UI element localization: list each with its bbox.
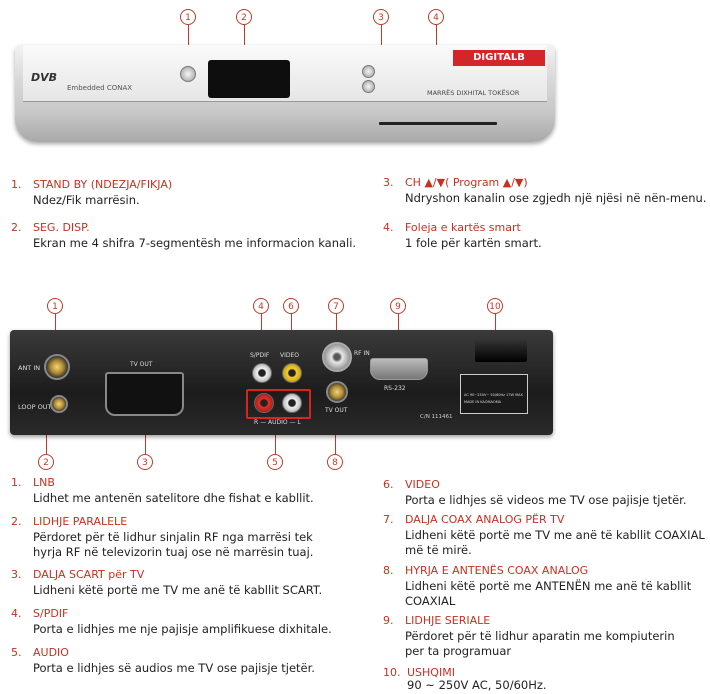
audio-left-connector	[282, 393, 302, 413]
rf-in-connector	[322, 342, 352, 372]
spdif-label: S/PDIF	[250, 352, 270, 359]
callout-back-9: 9	[390, 298, 406, 314]
ant-in-connector	[44, 354, 70, 380]
callout-front-4: 4	[428, 9, 444, 25]
front-item-3-desc: Ndryshon kanalin ose zgjedh një njësi në…	[405, 191, 707, 205]
back-item-7-desc-2: më të mirë.	[405, 543, 472, 557]
standby-button	[180, 66, 196, 82]
front-item-4-desc: 1 fole për kartën smart.	[405, 236, 542, 250]
back-item-1-title: LNB	[33, 476, 55, 489]
rating-text: AC 90~250V~ 50/60Hz 17W MAX	[464, 393, 523, 397]
callout-back-7: 7	[328, 298, 344, 314]
rs232-connector	[370, 358, 428, 380]
rf-in-label: RF IN	[354, 350, 370, 357]
scart-connector	[105, 372, 184, 416]
back-item-10-desc: 90 ~ 250V AC, 50/60Hz.	[407, 678, 547, 692]
loop-out-label: LOOP OUT	[18, 403, 52, 411]
dvb-logo: DVB	[31, 71, 58, 84]
front-item-1-title: STAND BY (NDEZJA/FIKJA)	[33, 178, 173, 191]
front-item-2-title: SEG. DISP.	[33, 221, 90, 234]
made-in-text: MADE IN KAOMAOMA	[464, 400, 502, 404]
front-item-1-desc: Ndez/Fik marrësin.	[33, 193, 140, 207]
back-item-5-desc: Porta e lidhjes së audios me TV ose paji…	[33, 661, 315, 675]
rs232-label: RS-232	[384, 385, 406, 392]
video-connector	[282, 363, 302, 383]
spdif-connector	[252, 363, 272, 383]
back-item-8-desc-1: Lidheni këtë portë me ANTENËN me anë të …	[405, 579, 692, 593]
tv-out-label: TV OUT	[325, 407, 348, 414]
back-item-3-title: DALJA SCART për TV	[33, 568, 145, 581]
back-item-7-title: DALJA COAX ANALOG PËR TV	[405, 513, 565, 526]
digitalb-brand-text: DIGITALB	[473, 52, 525, 63]
loop-out-connector	[50, 395, 68, 413]
callout-back-2: 2	[38, 454, 54, 470]
front-panel-diagram: 1 2 3 4 DVB Embedded CONAX DIGITALB MARR…	[0, 0, 710, 160]
embedded-conax-label: Embedded CONAX	[67, 84, 133, 92]
callout-back-5: 5	[267, 454, 283, 470]
back-item-2-desc-2: hyrja RF në televizorin tuaj ose në marr…	[33, 545, 314, 559]
video-label: VIDEO	[280, 352, 300, 359]
back-item-7-desc-1: Lidheni këtë portë me TV me anë të kabll…	[405, 528, 705, 542]
front-item-2-desc: Ekran me 4 shifra 7-segmentësh me inform…	[33, 236, 357, 250]
front-device-body: DVB Embedded CONAX DIGITALB MARRËS DIXHI…	[15, 45, 555, 142]
audio-label: R — AUDIO — L	[254, 419, 301, 426]
back-item-6-title: VIDEO	[405, 478, 440, 491]
callout-back-3: 3	[137, 454, 153, 470]
ch-down-button	[362, 80, 375, 93]
callout-back-10: 10	[487, 298, 503, 314]
callout-front-3: 3	[373, 9, 389, 25]
front-item-3-title: CH ▲/▼( Program ▲/▼)	[405, 176, 528, 189]
callout-back-4: 4	[253, 298, 269, 314]
audio-right-connector	[254, 393, 274, 413]
audio-frame	[246, 389, 311, 419]
callout-front-1: 1	[180, 9, 196, 25]
back-item-6-desc: Porta e lidhjes së videos me TV ose paji…	[405, 493, 687, 507]
power-cable	[475, 340, 527, 362]
back-item-2-desc-1: Përdoret për të lidhur sinjalin RF nga m…	[33, 530, 313, 544]
rating-sticker: AC 90~250V~ 50/60Hz 17W MAX MADE IN KAOM…	[460, 374, 528, 414]
back-item-5-title: AUDIO	[33, 646, 69, 659]
back-item-9-desc-2: per ta programuar	[405, 644, 512, 658]
scart-tv-out-label: TV OUT	[130, 361, 153, 368]
back-item-9-title: LIDHJE SERIALE	[405, 614, 491, 627]
digitalb-brand: DIGITALB	[453, 50, 545, 66]
back-item-10-title: USHQIMI	[407, 666, 455, 679]
back-panel-diagram: 1 4 6 7 9 10 2 3 5 8 ANT IN LOOP OUT TV …	[0, 290, 710, 475]
back-item-4-title: S/PDIF	[33, 607, 69, 620]
back-item-2-title: LIDHJE PARALELE	[33, 515, 128, 528]
callout-back-8: 8	[327, 454, 343, 470]
back-item-3-desc: Lidheni këtë portë me TV me anë të kabll…	[33, 583, 323, 597]
back-item-4-desc: Porta e lidhjes me nje pajisje amplifiku…	[33, 622, 332, 636]
ch-up-button	[362, 65, 375, 78]
tv-out-coax-connector	[326, 381, 348, 403]
callout-back-1: 1	[47, 298, 63, 314]
smart-card-slot	[379, 122, 497, 125]
back-item-8-title: HYRJA E ANTENËS COAX ANALOG	[405, 564, 589, 577]
callout-back-6: 6	[283, 298, 299, 314]
callout-front-2: 2	[236, 9, 252, 25]
segment-display	[208, 60, 290, 98]
back-item-8-desc-2: COAXIAL	[405, 594, 456, 608]
serial-number-label: C/N 111461	[420, 414, 453, 420]
front-item-4-title: Foleja e kartës smart	[405, 221, 521, 234]
ant-in-label: ANT IN	[18, 364, 41, 372]
back-device-body: ANT IN LOOP OUT TV OUT S/PDIF VIDEO R — …	[10, 330, 553, 435]
front-subtitle: MARRËS DIXHITAL TOKËSOR	[427, 89, 520, 97]
back-item-9-desc-1: Përdoret për të lidhur aparatin me kompi…	[405, 629, 675, 643]
back-item-1-desc: Lidhet me antenën satelitore dhe fishat …	[33, 491, 314, 505]
